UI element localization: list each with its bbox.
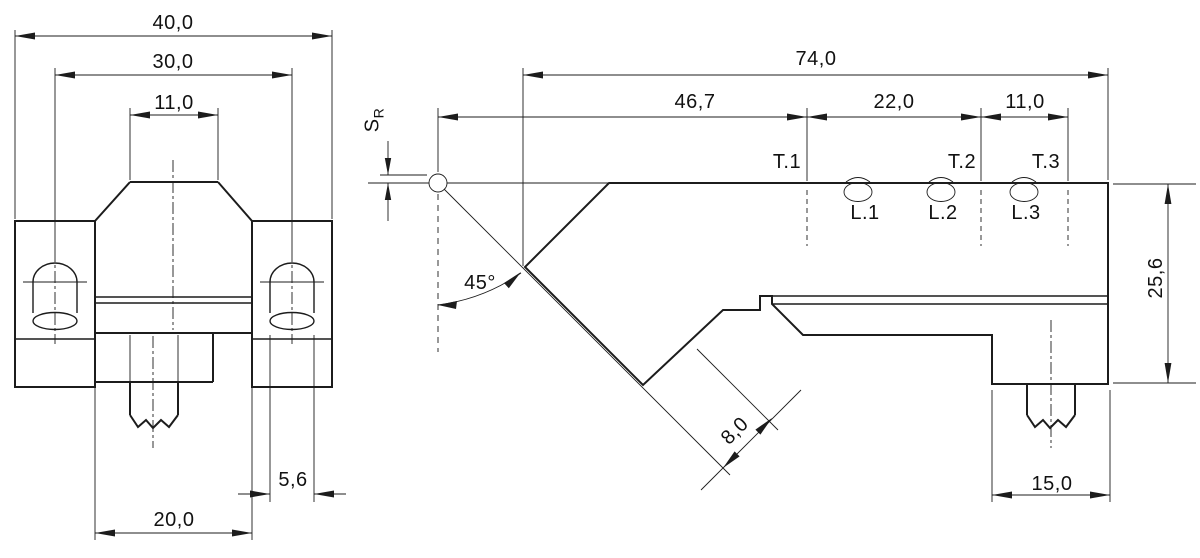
dim-total-width: 40,0 — [152, 12, 194, 34]
side-view — [368, 68, 1196, 502]
label-l1: L.1 — [850, 202, 880, 224]
dim-total-length: 74,0 — [795, 48, 837, 70]
dim-second-spacing: 22,0 — [873, 91, 915, 113]
hole-L3 — [1009, 182, 1039, 202]
seat-markers — [806, 108, 1069, 246]
label-t1: T.1 — [772, 151, 802, 173]
label-t2: T.2 — [947, 151, 977, 173]
front-view — [14, 30, 346, 540]
front-view-centerlines — [54, 160, 293, 448]
label-t3: T.3 — [1031, 151, 1061, 173]
dim-bend-angle: 45° — [464, 272, 496, 294]
hole-L2 — [926, 182, 956, 202]
dim-height: 25,6 — [1145, 257, 1167, 299]
screw-tip-side — [1026, 414, 1076, 430]
screw-shank-side — [1026, 384, 1076, 415]
screw-shank-front — [129, 382, 179, 415]
dim-body-width: 20,0 — [153, 509, 195, 531]
hole-L1 — [843, 182, 873, 202]
radius-symbol: SR — [361, 107, 387, 133]
front-view-outline — [14, 181, 333, 388]
bend-reference-line — [443, 188, 731, 476]
dim-foot-width: 15,0 — [1031, 473, 1073, 495]
screw-tip-front — [129, 414, 179, 430]
dim-third-spacing: 11,0 — [1005, 91, 1045, 113]
side-view-dimensions — [384, 68, 1196, 502]
dim-first-position: 46,7 — [674, 91, 716, 113]
dim-hole-spacing: 30,0 — [152, 51, 194, 73]
label-l2: L.2 — [928, 202, 958, 224]
dim-top-flat-width: 11,0 — [154, 92, 194, 114]
pivot-circle — [428, 173, 448, 193]
side-view-reference — [368, 173, 1052, 476]
front-view-dimensions — [14, 30, 346, 540]
front-view-details — [15, 296, 332, 430]
side-view-outline — [523, 182, 1109, 430]
dim-slot-width: 5,6 — [278, 469, 308, 491]
label-l3: L.3 — [1011, 202, 1041, 224]
slot-hole-right — [260, 262, 324, 331]
